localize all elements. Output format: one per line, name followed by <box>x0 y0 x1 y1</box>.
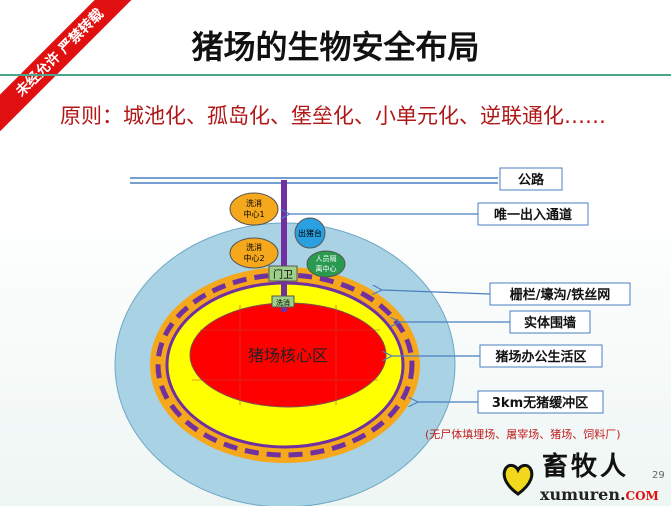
road-label: 公路 <box>518 172 545 188</box>
buffer-note: (无尸体填埋场、屠宰场、猪场、饲料厂) <box>425 427 621 441</box>
gatehouse <box>268 265 298 282</box>
pig-out-label: 出猪台 <box>298 228 322 238</box>
wash2-line1: 洗消 <box>246 242 262 252</box>
heart-logo-icon <box>502 463 534 496</box>
logo-domain: xumuren. <box>540 485 626 504</box>
disinfect-label: 洗消 <box>276 298 290 307</box>
logo-en: xumuren.COM <box>540 486 659 505</box>
wash2-line2: 中心2 <box>243 253 264 263</box>
core-label: 猪场核心区 <box>248 346 328 365</box>
pig-loading-platform <box>294 217 326 249</box>
page-number: 29 <box>652 470 665 481</box>
wash-center-1 <box>229 192 279 226</box>
channel-label: 唯一出入通道 <box>494 207 572 223</box>
disinfection-point <box>271 295 295 308</box>
wash1-line1: 洗消 <box>246 198 262 208</box>
staff-line1: 人员隔 <box>316 254 337 263</box>
staff-line2: 离中心 <box>316 264 337 273</box>
core-grid <box>192 305 380 405</box>
label-box-road <box>499 167 563 191</box>
office-label: 猪场办公生活区 <box>494 349 586 365</box>
staff-isolation-center <box>306 250 346 278</box>
buffer-label: 3km无猪缓冲区 <box>492 395 588 411</box>
page-title: 猪场的生物安全布局 <box>191 28 480 66</box>
logo-com: COM <box>625 489 659 503</box>
fence-label: 栅栏/壕沟/铁丝网 <box>510 287 611 303</box>
wash1-line2: 中心1 <box>243 209 264 219</box>
title-divider <box>0 74 671 76</box>
wash-center-2 <box>229 237 279 269</box>
principles-text: 原则：城池化、孤岛化、堡垒化、小单元化、逆联通化…… <box>60 104 606 128</box>
wall-label: 实体围墙 <box>524 315 576 331</box>
logo-cn: 畜牧人 <box>542 452 630 482</box>
gate-label: 门卫 <box>273 268 293 281</box>
